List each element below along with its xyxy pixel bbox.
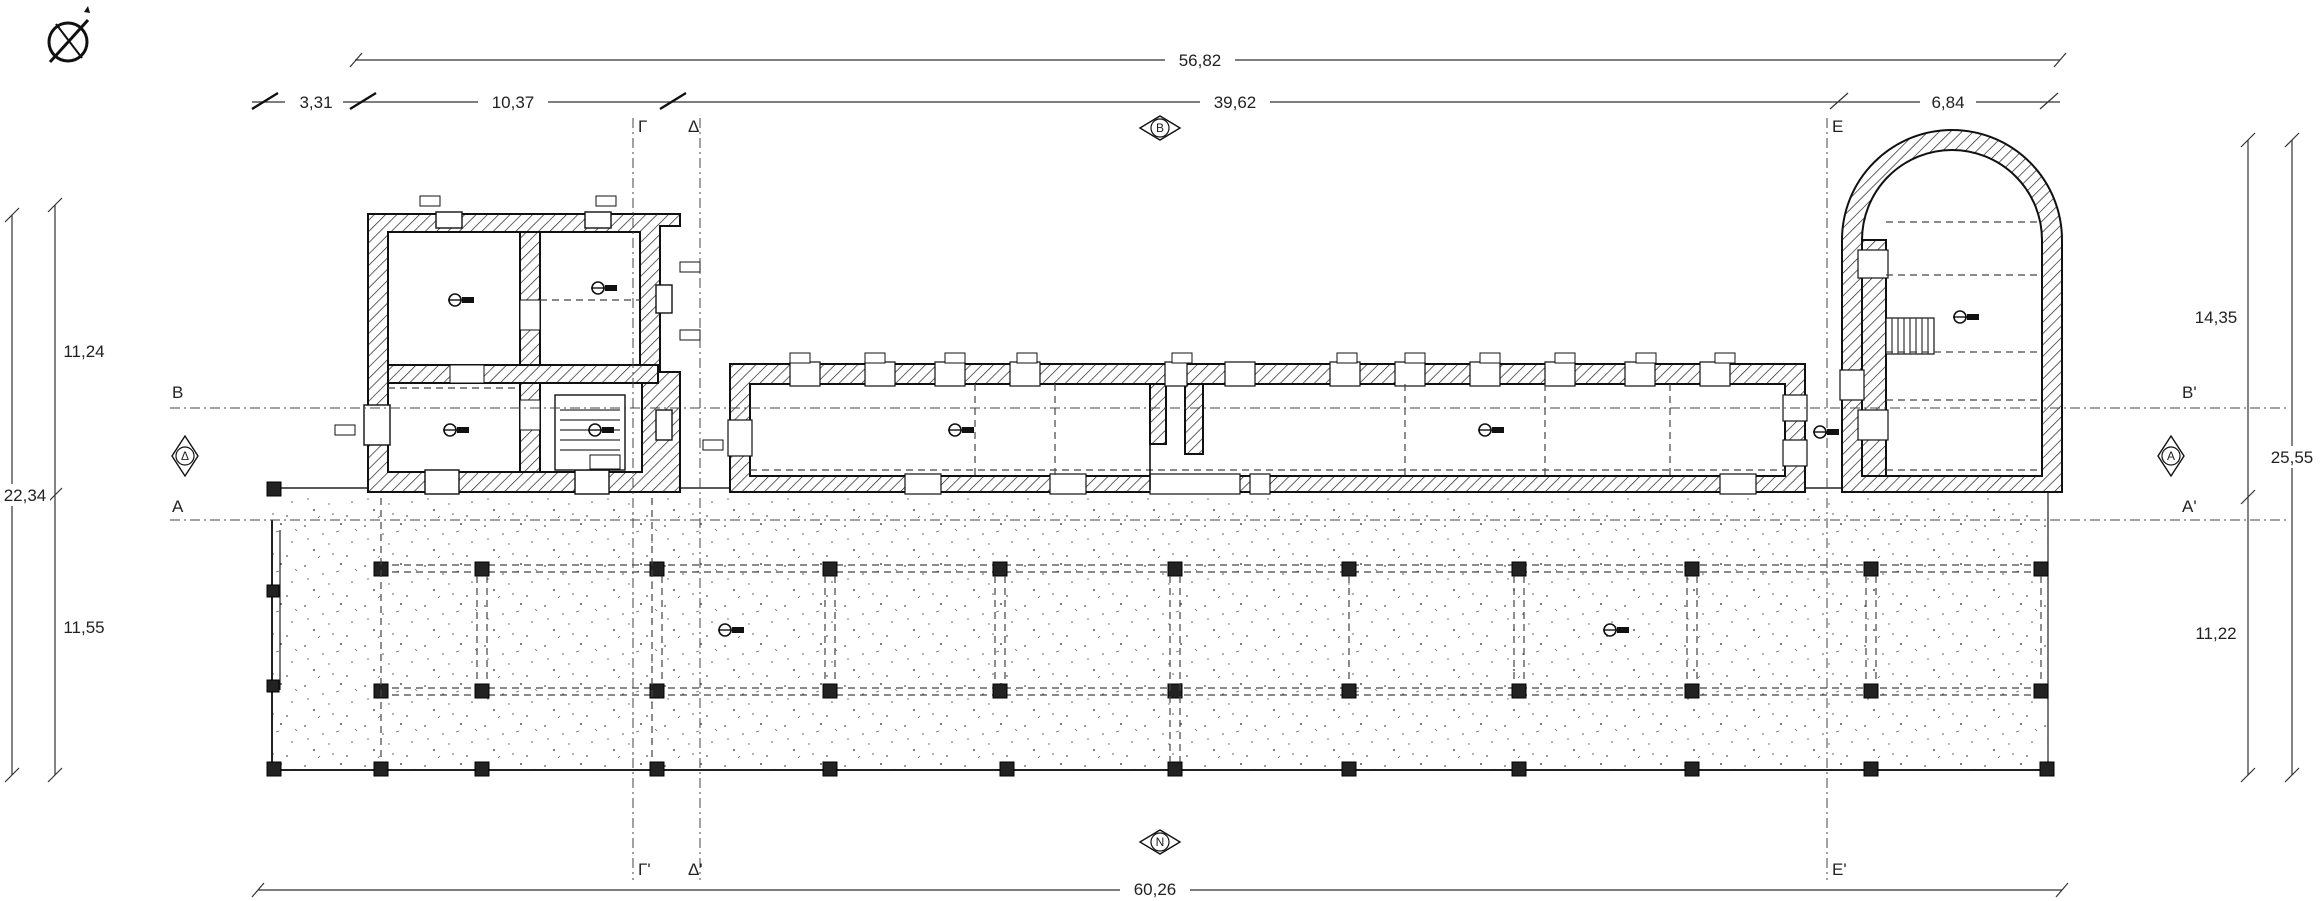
section-e-bottom-label: E' (1832, 860, 1847, 879)
level-marker-icon (448, 293, 474, 307)
bottom-overall-dimension: 60,26 (251, 878, 2069, 900)
north-arrow-icon (47, 6, 90, 64)
left-upper-dimension: 11,24 (63, 342, 104, 361)
middle-bottom-openings (904, 473, 1757, 495)
portico-area (270, 487, 2049, 771)
top-seg-1-dimension: 3,31 (299, 93, 332, 112)
view-marker-bottom: N (1138, 829, 1182, 855)
left-total-dimension: 22,34 (4, 486, 47, 505)
section-b-right-label: B' (2182, 383, 2197, 402)
section-gamma-top-label: Γ (638, 117, 647, 136)
section-line-e: E E' (1826, 117, 1847, 880)
column-row-middle (373, 683, 2049, 699)
section-delta-bottom-label: Δ' (688, 860, 703, 879)
left-dimensions: 11,24 22,34 11,55 (0, 197, 108, 783)
top-overall-dimension: 56,82 (349, 48, 2067, 70)
level-markers (443, 281, 1979, 637)
top-segment-dimensions: 3,31 10,37 39,62 6,84 (251, 90, 2060, 112)
level-marker-icon (1813, 425, 1839, 439)
section-gamma-bottom-label: Γ' (638, 860, 651, 879)
right-dimensions: 14,35 25,55 11,22 (2190, 132, 2318, 783)
level-marker-icon (1603, 623, 1629, 637)
top-seg-4-dimension: 6,84 (1931, 93, 1964, 112)
top-seg-3-dimension: 39,62 (1214, 93, 1257, 112)
portico-vertical-beams (380, 498, 2042, 762)
apse-building (1839, 129, 2063, 493)
level-marker-icon (443, 423, 469, 437)
section-line-delta: Δ Δ' (688, 117, 703, 880)
column-row-upper (373, 561, 2049, 577)
top-total-dimension: 56,82 (1179, 51, 1222, 70)
view-marker-bottom-label: N (1156, 835, 1165, 849)
section-e-top-label: E (1832, 117, 1843, 136)
view-marker-top-label: B (1156, 121, 1164, 135)
column-row-lower (266, 481, 2055, 777)
bottom-total-dimension: 60,26 (1134, 880, 1177, 899)
view-marker-left-label: Δ (181, 449, 189, 463)
section-line-b: B B' (170, 383, 2290, 409)
view-marker-right-label: A (2167, 449, 2175, 463)
level-marker-icon (1953, 310, 1979, 324)
section-line-a: A A' (170, 497, 2290, 521)
view-marker-right: A (2157, 434, 2185, 478)
right-upper-dimension: 14,35 (2195, 308, 2238, 327)
middle-building (727, 361, 1808, 495)
apse-stair-icon (1885, 317, 1935, 355)
section-b-left-label: B (172, 383, 183, 402)
level-marker-icon (591, 281, 617, 295)
section-delta-top-label: Δ (688, 117, 699, 136)
level-marker-icon (1478, 423, 1504, 437)
section-a-left-label: A (172, 497, 184, 516)
level-marker-icon (718, 623, 744, 637)
window-tags (334, 195, 1736, 451)
section-a-right-label: A' (2182, 497, 2197, 516)
view-marker-left: Δ (171, 434, 199, 478)
right-total-dimension: 25,55 (2271, 448, 2314, 467)
left-lower-dimension: 11,55 (63, 618, 104, 637)
level-marker-icon (948, 423, 974, 437)
section-line-gamma: Γ Γ' (632, 117, 651, 880)
right-lower-dimension: 11,22 (2195, 624, 2236, 643)
view-marker-top: B (1138, 115, 1182, 141)
left-building (363, 211, 681, 495)
portico-columns (266, 481, 2055, 777)
level-marker-icon (588, 423, 614, 437)
top-seg-2-dimension: 10,37 (492, 93, 535, 112)
